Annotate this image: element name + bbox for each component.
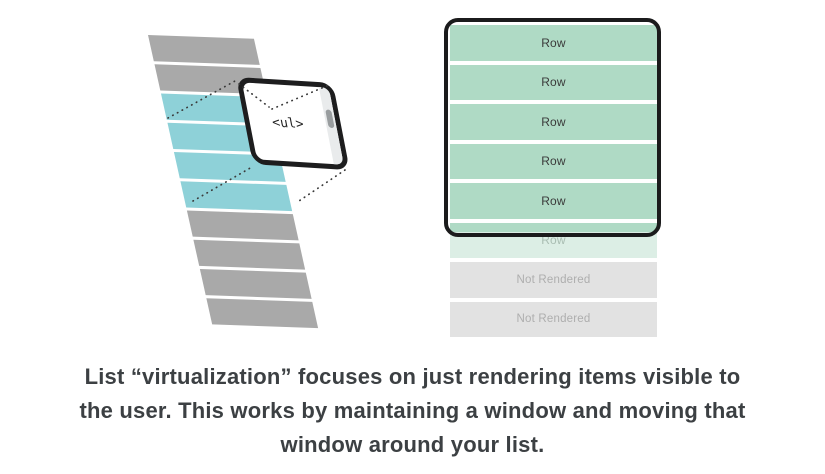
list-bar-offscreen	[199, 268, 312, 299]
row-rendered-sliver	[450, 222, 657, 232]
row-label: Row	[541, 114, 566, 129]
list-bar-visible	[180, 181, 293, 211]
list-bar-offscreen	[193, 239, 306, 270]
phone-window: <ul>	[236, 77, 350, 171]
list-bar-stack	[148, 35, 318, 328]
row-not-rendered: Not Rendered	[450, 301, 657, 337]
row-rendered: Row	[450, 143, 657, 179]
caption-line-2: the user. This works by maintaining a wi…	[79, 398, 746, 423]
skewed-list-figure: <ul>	[0, 0, 420, 360]
ul-label: <ul>	[270, 114, 305, 132]
row-rendered: Row	[450, 64, 657, 100]
row-label: Row	[541, 193, 566, 208]
caption-line-3: window around your list.	[280, 432, 545, 457]
list-bar-offscreen	[206, 298, 318, 328]
row-rendered: Row	[450, 25, 657, 61]
row-label: Row	[541, 154, 566, 169]
row-rendered: Row	[450, 183, 657, 219]
row-not-rendered: Not Rendered	[450, 262, 657, 298]
row-rendered: Row	[450, 104, 657, 140]
caption-line-1: List “virtualization” focuses on just re…	[84, 364, 741, 389]
row-label: Not Rendered	[516, 313, 591, 326]
row-label: Row	[541, 75, 566, 90]
row-label: Not Rendered	[516, 273, 591, 286]
row-label: Row	[541, 35, 566, 50]
row-partial: Row	[450, 222, 657, 258]
list-bar-offscreen	[186, 210, 299, 240]
caption: List “virtualization” focuses on just re…	[0, 360, 825, 462]
list-bar-offscreen	[148, 35, 260, 65]
row-label: Row	[541, 233, 566, 248]
